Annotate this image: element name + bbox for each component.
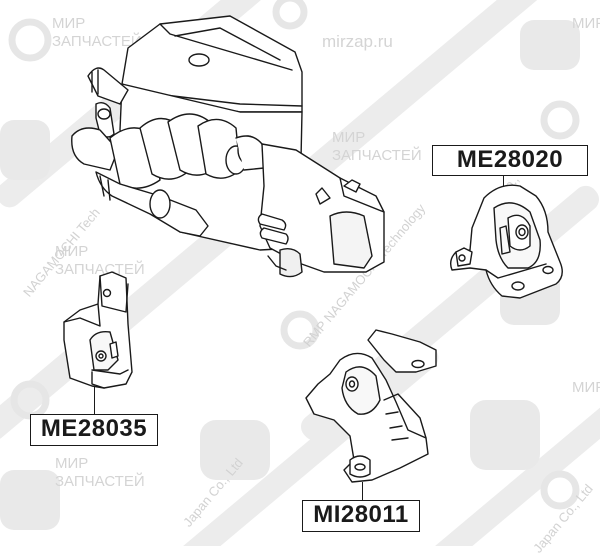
mount-me28020-drawing xyxy=(449,184,563,299)
leader-line-me28035 xyxy=(94,386,96,414)
mount-me28035-drawing xyxy=(63,271,133,389)
part-label-mi28011[interactable]: MI28011 xyxy=(302,500,420,532)
engine-assembly xyxy=(71,15,385,278)
leader-line-mi28011 xyxy=(362,482,364,500)
mount-mi28011-drawing xyxy=(305,329,437,483)
part-label-me28035[interactable]: ME28035 xyxy=(30,414,158,446)
leader-line-me28020 xyxy=(503,175,505,187)
part-label-me28020[interactable]: ME28020 xyxy=(432,145,588,176)
